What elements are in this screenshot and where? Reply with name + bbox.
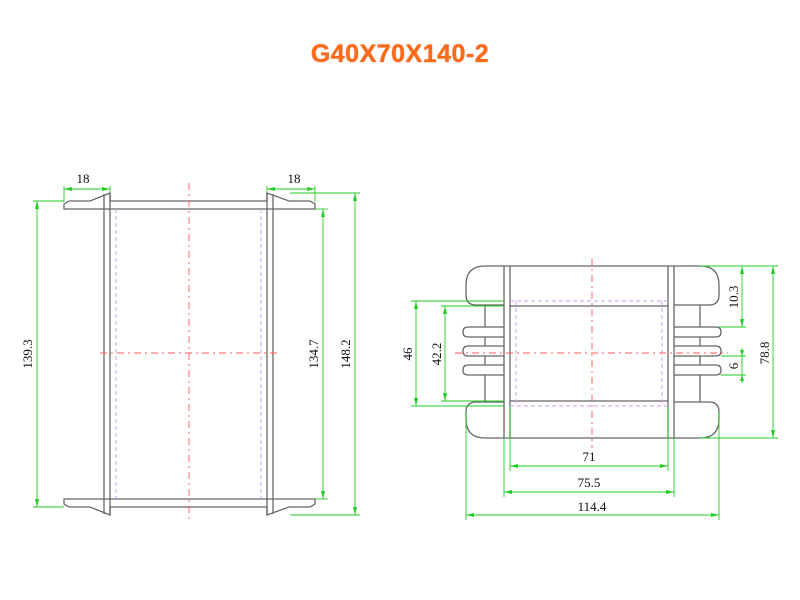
front-dim1347-arrow2	[321, 491, 325, 499]
side-dim788-arrow1	[771, 266, 775, 274]
front-dim-148-2-label: 148.2	[338, 339, 353, 368]
side-dim-10-3-label: 10.3	[726, 286, 741, 309]
front-dim18-left-label: 18	[77, 171, 90, 186]
front-dim18r-arrow2	[307, 187, 315, 191]
side-dim46-arrow2	[414, 398, 418, 406]
side-dim6-arrow2	[740, 375, 744, 381]
front-dim1393-arrow1	[35, 201, 39, 209]
front-dim-134-7-label: 134.7	[306, 339, 321, 369]
front-view: 18 18 139.3 134.7 148.2	[20, 171, 360, 522]
side-dim71-arrow2	[660, 464, 668, 468]
front-dim18l-arrow2	[102, 187, 110, 191]
side-dim103-arrow1	[740, 266, 744, 274]
front-bottom-flange	[63, 498, 316, 516]
front-dim18l-arrow1	[64, 187, 72, 191]
side-dim-78-8-label: 78.8	[757, 342, 772, 365]
side-dim-46-label: 46	[400, 347, 415, 361]
drawing-title: G40X70X140-2	[310, 40, 490, 68]
side-dim-42-2-label: 42.2	[429, 343, 444, 366]
side-dim755-arrow1	[504, 490, 512, 494]
side-dim422-arrow2	[443, 393, 447, 401]
side-dim1144-arrow1	[466, 513, 474, 517]
side-dim71-arrow1	[510, 464, 518, 468]
side-dim-71-label: 71	[583, 449, 596, 464]
side-left-flange	[462, 265, 504, 439]
front-dim1347-arrow1	[321, 209, 325, 217]
side-dim6-arrow1	[740, 350, 744, 356]
side-dim788-arrow2	[771, 430, 775, 438]
front-dim-139-3-label: 139.3	[20, 339, 35, 368]
side-dim103-arrow2	[740, 319, 744, 327]
front-dim18r-arrow1	[267, 187, 275, 191]
front-dim1482-arrow1	[353, 193, 357, 201]
side-dim1144-arrow2	[711, 513, 719, 517]
front-dim1393-arrow2	[35, 499, 39, 507]
side-dim-114-4-label: 114.4	[578, 499, 607, 514]
front-dim1482-arrow2	[353, 507, 357, 515]
side-dim755-arrow2	[666, 490, 674, 494]
side-dim46-arrow1	[414, 301, 418, 309]
side-dim-75-5-label: 75.5	[578, 475, 601, 490]
front-top-flange	[63, 192, 316, 210]
side-view: 46 42.2 10.3 6 78.8 71	[400, 258, 778, 520]
side-dim422-arrow1	[443, 306, 447, 314]
side-dim-6-label: 6	[726, 362, 741, 369]
side-right-flange	[674, 265, 722, 439]
front-dim18-right-label: 18	[288, 171, 301, 186]
